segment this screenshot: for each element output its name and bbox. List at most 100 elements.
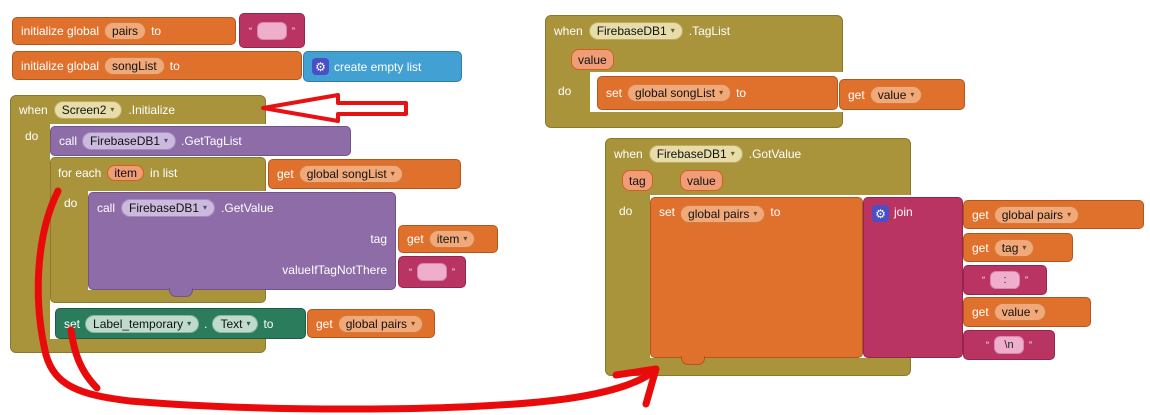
- event-name: .GotValue: [748, 147, 802, 161]
- text-string-field[interactable]: :: [990, 271, 1020, 289]
- var-name: item: [436, 232, 460, 246]
- close-quote-icon: ”: [452, 267, 455, 277]
- foreach-label: for each: [58, 165, 102, 180]
- block-create-empty-list[interactable]: ⚙ create empty list: [303, 51, 462, 82]
- var-name: global songList: [635, 86, 716, 100]
- block-get-value[interactable]: get value ▾: [963, 297, 1091, 327]
- get-label: get: [407, 232, 424, 246]
- var-dropdown[interactable]: value ▾: [869, 85, 923, 104]
- text-string-field[interactable]: [257, 21, 287, 40]
- block-get-value[interactable]: get value ▾: [839, 79, 965, 110]
- bottom-connector-tab: [681, 356, 705, 365]
- var-dropdown[interactable]: global pairs ▾: [993, 205, 1080, 224]
- var-name-field[interactable]: songList: [104, 56, 165, 75]
- block-set-label-text[interactable]: set Label_temporary ▾ . Text ▾ to: [55, 308, 306, 339]
- loop-var-field[interactable]: item: [107, 164, 145, 181]
- foreach-header: for each item in list: [50, 159, 266, 186]
- block-set-global-songlist[interactable]: set global songList ▾ to: [597, 76, 838, 110]
- do-label: do: [558, 84, 572, 98]
- set-label: set: [606, 86, 623, 100]
- component-name: Screen2: [61, 103, 107, 117]
- var-name-field[interactable]: pairs: [104, 22, 147, 40]
- var-name-text: pairs: [112, 24, 139, 38]
- component-dropdown[interactable]: FirebaseDB1 ▾: [588, 22, 683, 40]
- block-text-empty-string[interactable]: “ ”: [398, 256, 466, 288]
- property-name: Text: [220, 316, 243, 331]
- dropdown-arrow-icon: ▾: [1067, 209, 1072, 219]
- getvalue-header: call FirebaseDB1 ▾ .GetValue: [89, 193, 395, 223]
- block-get-global-songlist[interactable]: get global songList ▾: [268, 159, 461, 189]
- event-name: .Initialize: [128, 103, 176, 117]
- get-label: get: [848, 87, 865, 102]
- component-dropdown[interactable]: FirebaseDB1 ▾: [82, 132, 177, 150]
- annotation-left-arrow: [261, 93, 408, 123]
- method-name: .GetValue: [221, 201, 274, 215]
- component-dropdown[interactable]: Screen2 ▾: [53, 101, 123, 119]
- set-label: set: [659, 205, 676, 219]
- mutator-gear-icon[interactable]: ⚙: [872, 205, 889, 222]
- var-name-text: songList: [112, 58, 157, 73]
- block-text-newline[interactable]: “ \n ”: [963, 330, 1055, 360]
- var-name: global songList: [306, 167, 387, 181]
- param-value-pill[interactable]: value: [571, 49, 614, 70]
- dropdown-arrow-icon: ▾: [187, 318, 192, 328]
- var-name: tag: [1001, 240, 1019, 255]
- var-name: value: [877, 87, 907, 102]
- var-dropdown[interactable]: global songList ▾: [627, 84, 732, 102]
- get-label: get: [972, 207, 989, 222]
- block-text-empty-string[interactable]: “ ”: [239, 13, 305, 48]
- block-set-global-pairs[interactable]: set global pairs ▾ to: [650, 197, 863, 365]
- to-label: to: [736, 86, 747, 100]
- component-name: FirebaseDB1: [596, 24, 667, 38]
- var-dropdown[interactable]: global pairs ▾: [337, 314, 424, 333]
- init-label: initialize global: [21, 24, 100, 38]
- text-string-field[interactable]: [417, 263, 447, 281]
- var-dropdown[interactable]: tag ▾: [993, 238, 1035, 257]
- dropdown-arrow-icon: ▾: [670, 26, 675, 35]
- join-label: join: [894, 205, 913, 219]
- property-dropdown[interactable]: Text ▾: [212, 314, 259, 333]
- text-string-field[interactable]: \n: [994, 336, 1024, 354]
- var-dropdown[interactable]: global songList ▾: [298, 165, 403, 183]
- block-get-item[interactable]: get item ▾: [398, 225, 498, 253]
- block-init-global-songlist[interactable]: initialize global songList to: [12, 51, 302, 80]
- param-value-pill[interactable]: value: [680, 170, 723, 191]
- inlist-label: in list: [150, 165, 178, 180]
- block-get-tag[interactable]: get tag ▾: [963, 233, 1073, 262]
- block-call-getvalue[interactable]: call FirebaseDB1 ▾ .GetValue tag valueIf…: [88, 192, 396, 297]
- open-quote-icon: “: [249, 25, 252, 36]
- dropdown-arrow-icon: ▾: [246, 318, 251, 328]
- close-quote-icon: ”: [1025, 275, 1028, 285]
- when-gotvalue-header: when FirebaseDB1 ▾ .GotValue: [605, 141, 911, 167]
- close-quote-icon: ”: [1029, 340, 1032, 350]
- dropdown-arrow-icon: ▾: [719, 88, 724, 97]
- component-dropdown[interactable]: FirebaseDB1 ▾: [648, 145, 743, 163]
- block-get-global-pairs[interactable]: get global pairs ▾: [963, 200, 1144, 229]
- param-value-text: value: [578, 52, 607, 67]
- bottom-connector-tab: [169, 288, 193, 297]
- var-name: value: [1001, 305, 1031, 319]
- block-join[interactable]: ⚙ join: [863, 197, 963, 358]
- dropdown-arrow-icon: ▾: [753, 209, 758, 218]
- set-label: set: [64, 316, 81, 331]
- param-tag-pill[interactable]: tag: [622, 170, 653, 191]
- var-dropdown[interactable]: item ▾: [428, 230, 476, 248]
- var-dropdown[interactable]: global pairs ▾: [680, 205, 766, 223]
- block-init-global-pairs[interactable]: initialize global pairs to: [12, 17, 236, 45]
- block-get-global-pairs[interactable]: get global pairs ▾: [307, 309, 435, 338]
- var-dropdown[interactable]: value ▾: [993, 303, 1047, 321]
- block-text-colon[interactable]: “ : ”: [963, 265, 1047, 295]
- to-label: to: [151, 24, 162, 38]
- get-label: get: [316, 316, 333, 331]
- mutator-gear-icon[interactable]: ⚙: [312, 58, 329, 75]
- block-call-gettaglist[interactable]: call FirebaseDB1 ▾ .GetTagList: [50, 126, 351, 156]
- call-label: call: [59, 134, 78, 148]
- component-name: FirebaseDB1: [656, 147, 727, 161]
- do-label: do: [64, 196, 78, 210]
- component-dropdown[interactable]: FirebaseDB1 ▾: [121, 199, 216, 217]
- arg-notthere-label: valueIfTagNotThere: [282, 262, 387, 277]
- component-dropdown[interactable]: Label_temporary ▾: [85, 314, 200, 333]
- when-label: when: [19, 103, 48, 117]
- to-label: to: [770, 205, 781, 219]
